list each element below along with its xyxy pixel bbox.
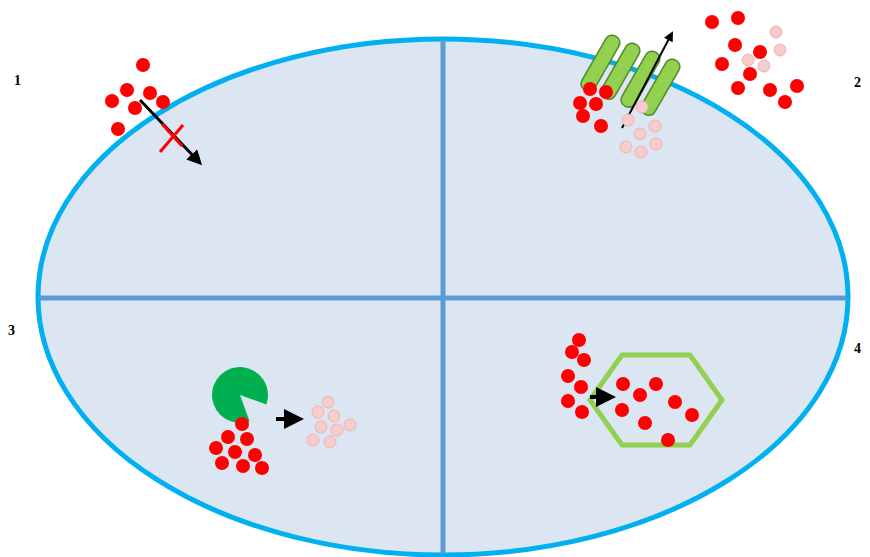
molecules — [105, 58, 170, 136]
callout-number: 4 — [854, 342, 861, 356]
block-cross — [160, 124, 183, 152]
hexagon — [590, 355, 722, 445]
divider — [39, 296, 847, 301]
callout-number: 1 — [14, 74, 21, 88]
pump — [578, 33, 682, 118]
molecules — [561, 333, 699, 447]
arrow — [276, 417, 300, 421]
cell-outline — [38, 39, 848, 555]
modified-molecules — [307, 396, 356, 448]
callout-number: 3 — [8, 324, 15, 338]
arrow — [622, 33, 672, 128]
molecules — [209, 417, 269, 475]
enzyme — [212, 367, 268, 423]
arrow — [140, 100, 200, 163]
modified-molecules — [620, 26, 786, 158]
arrow — [590, 395, 612, 399]
callout-number: 2 — [854, 76, 861, 90]
molecules — [573, 11, 804, 133]
